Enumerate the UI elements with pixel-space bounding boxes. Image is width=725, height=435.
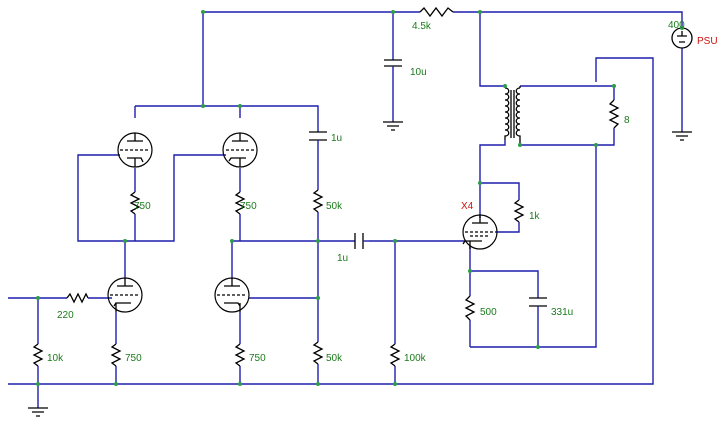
ground-symbol-filter: [383, 121, 403, 131]
label-r-50k-bottom: 50k: [326, 353, 343, 364]
tube-v2: [222, 132, 258, 168]
label-r-load-out: 8: [624, 115, 630, 126]
output-transformer: [504, 86, 521, 145]
tube-v3: [107, 277, 143, 313]
label-r-supply: 4.5k: [412, 21, 432, 32]
capacitor-c-coupling-mid: [354, 233, 369, 249]
label-c-331u: 331u: [551, 307, 573, 318]
label-r-100k: 100k: [404, 353, 427, 364]
junction-dots: [36, 10, 684, 386]
resistor-r-v4-cathode: [234, 343, 246, 367]
wires: [8, 11, 683, 408]
resistor-r-grid-stop: [66, 292, 89, 304]
resistor-r-500: [464, 295, 476, 321]
label-r-v1-plate: 750: [134, 201, 151, 212]
capacitor-c-coupling-top: [309, 131, 327, 146]
resistor-r-supply: [419, 6, 454, 18]
resistor-r-10k: [32, 343, 44, 367]
resistor-r-v2-plate: [234, 191, 246, 215]
label-c-filter: 10u: [410, 67, 427, 78]
label-r-v4-cathode: 750: [249, 353, 266, 364]
label-psu: PSU: [697, 36, 718, 47]
label-r-500: 500: [480, 307, 497, 318]
tube-v4: [214, 277, 250, 313]
resistor-r-50k-top: [312, 189, 324, 213]
label-r-grid-stop: 220: [57, 310, 74, 321]
ground-symbol-psu: [672, 131, 692, 141]
label-c-coupling-top: 1u: [331, 133, 342, 144]
resistor-r-v1-plate: [129, 191, 141, 215]
label-r-10k: 10k: [47, 353, 64, 364]
tube-v1: [117, 132, 153, 168]
resistor-r-50k-bottom: [312, 341, 324, 365]
label-psu-voltage: 400: [668, 20, 685, 31]
label-r-1k: 1k: [529, 211, 541, 222]
ground-symbol-main: [28, 407, 48, 417]
tube-x4-power: [462, 214, 498, 250]
label-r-v2-plate: 750: [240, 201, 257, 212]
label-c-coupling-mid: 1u: [337, 253, 348, 264]
resistor-r-load-out: [608, 99, 620, 129]
resistor-r-100k: [389, 343, 401, 367]
capacitor-c-filter: [384, 59, 402, 76]
capacitor-c-331u: [529, 297, 547, 312]
label-r-50k-top: 50k: [326, 201, 343, 212]
label-power-tube: X4: [461, 201, 474, 212]
psu-source: [671, 27, 693, 49]
resistor-r-v3-cathode: [110, 343, 122, 367]
label-r-v3-cathode: 750: [125, 353, 142, 364]
resistor-r-1k: [513, 199, 525, 223]
